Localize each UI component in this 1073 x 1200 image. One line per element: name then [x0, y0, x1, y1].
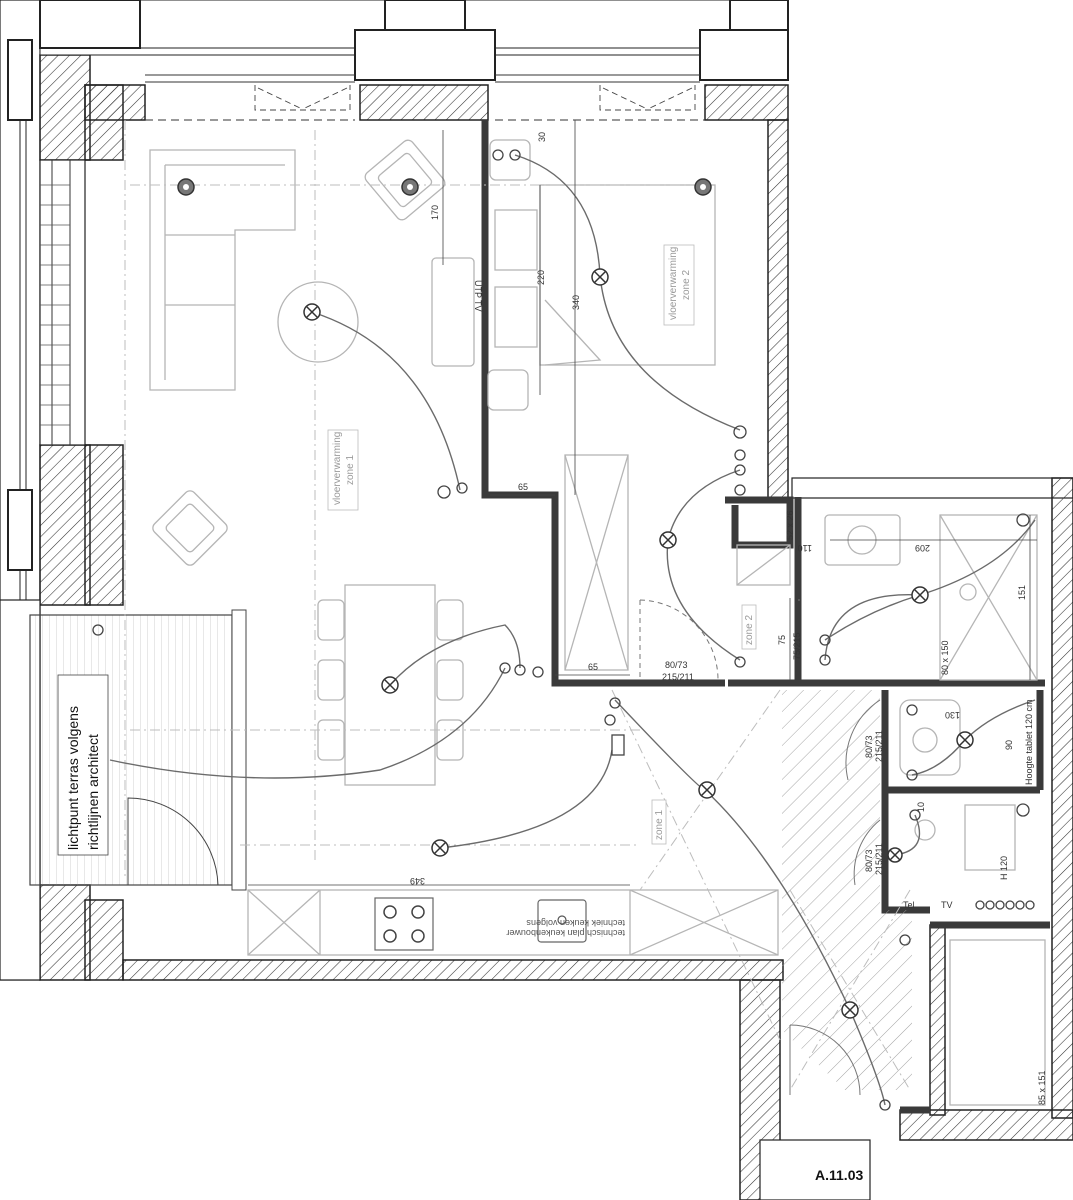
dim-130: 130 [945, 710, 960, 720]
light-points [177, 178, 974, 1019]
dim-75: 75 [777, 635, 787, 645]
switches [92, 149, 1035, 1111]
dim-65a: 65 [518, 482, 528, 492]
socket-icon [733, 425, 747, 439]
ceiling-light-icon [659, 531, 677, 549]
door-main-dim: 80/73 [665, 660, 688, 670]
floor-heating-zone1: vloerverwarming zone 1 [327, 429, 359, 511]
terrace-note-line1: lichtpunt terras volgens [65, 706, 81, 850]
outdoor-light-icon [92, 624, 104, 636]
switch-icon [509, 149, 521, 161]
window-store-dim: 85 x 151 [1037, 1070, 1047, 1105]
ceiling-light-icon [698, 781, 716, 799]
dim-10: 10 [916, 802, 926, 812]
socket-tv-label: TV [473, 300, 483, 312]
socket-icon [1016, 513, 1030, 527]
switch-icon [734, 449, 746, 461]
socket-icon [1016, 803, 1030, 817]
switch-icon [819, 634, 831, 646]
socket-utp-label: UTP [473, 280, 483, 298]
switch-icon [609, 697, 621, 709]
zone1-label: zone 1 [654, 810, 665, 840]
switch-icon [514, 664, 526, 676]
dim-170: 170 [430, 205, 440, 220]
door-bath-dim: 75/215 [792, 632, 802, 660]
ceiling-light-icon [887, 847, 903, 863]
switch-icon [819, 654, 831, 666]
unit-label: A.11.03 [815, 1167, 863, 1183]
dim-349: 349 [410, 876, 425, 886]
light-point-icon [177, 178, 195, 196]
zone1-box: zone 1 [651, 799, 667, 845]
dim-30: 30 [537, 132, 547, 142]
ceiling-light-icon [431, 839, 449, 857]
dim-65b: 65 [588, 662, 598, 672]
light-point-icon [401, 178, 419, 196]
labels: lichtpunt terras volgens richtlijnen arc… [65, 244, 1034, 1183]
switch-icon [879, 1099, 891, 1111]
floor-heating-zone2-line2: zone 2 [681, 270, 692, 300]
kitchen-note-line1: techniek keuken volgens [526, 918, 625, 928]
switch-icon [909, 809, 921, 821]
switch-icon [499, 662, 511, 674]
switch-icon [734, 484, 746, 496]
zone2-label: zone 2 [744, 615, 755, 645]
dim-h120: H 120 [999, 856, 1009, 880]
ceiling-light-icon [381, 676, 399, 694]
socket-tv2-label: TV [941, 900, 953, 910]
socket-tel-label: Tel [903, 900, 915, 910]
terrace-note-line2: richtlijnen architect [85, 734, 101, 850]
dim-90: 90 [1004, 740, 1014, 750]
floor-heating-zone2: vloerverwarming zone 2 [663, 244, 695, 326]
door-main-height: 215/211 [662, 672, 694, 682]
light-point-icon [694, 178, 712, 196]
switch-icon [492, 149, 504, 161]
window-small-dim: 52 x 26 [785, 510, 795, 540]
shower-dim: 80 x 150 [940, 640, 950, 675]
ceiling-light-icon [911, 586, 929, 604]
dim-151: 151 [1017, 585, 1027, 600]
floor-heating-zone1-line2: zone 1 [345, 455, 356, 485]
zone2-box: zone 2 [741, 604, 757, 650]
switch-icon [456, 482, 468, 494]
switch-icon [532, 666, 544, 678]
bathroom-height-label: Hoogte tablet 120 cm [1024, 699, 1034, 785]
ceiling-light-icon [956, 731, 974, 749]
door-wc2-dim: 80/73 [864, 849, 874, 872]
switch-icon [734, 656, 746, 668]
kitchen-note-line2: technisch plan keukenbouwer [506, 928, 625, 938]
switch-icon [906, 769, 918, 781]
dim-209: 209 [915, 543, 930, 553]
dim-110: 110 [798, 543, 812, 553]
ceiling-light-icon [841, 1001, 859, 1019]
switch-icon [604, 714, 616, 726]
doors [639, 599, 881, 1096]
door-wc1-dim: 80/73 [864, 735, 874, 758]
floor-heating-zone1-line1: vloerverwarming [332, 432, 343, 505]
thermostat-icon [611, 734, 625, 756]
terrace [29, 609, 247, 891]
socket-icon [437, 485, 451, 499]
dim-340: 340 [571, 295, 581, 310]
door-wc2-height: 215/211 [874, 843, 884, 875]
furniture [149, 139, 1046, 1106]
dimensions: 340 220 170 30 65 65 349 209 151 75 90 1… [248, 120, 1047, 1105]
dim-220: 220 [536, 270, 546, 285]
switch-icon [906, 704, 918, 716]
floor-heating-zone2-line1: vloerverwarming [668, 247, 679, 320]
ceiling-light-icon [303, 303, 321, 321]
door-wc1-height: 215/211 [874, 730, 884, 762]
switch-icon [734, 464, 746, 476]
ceiling-light-icon [591, 268, 609, 286]
switch-icon [899, 934, 911, 946]
